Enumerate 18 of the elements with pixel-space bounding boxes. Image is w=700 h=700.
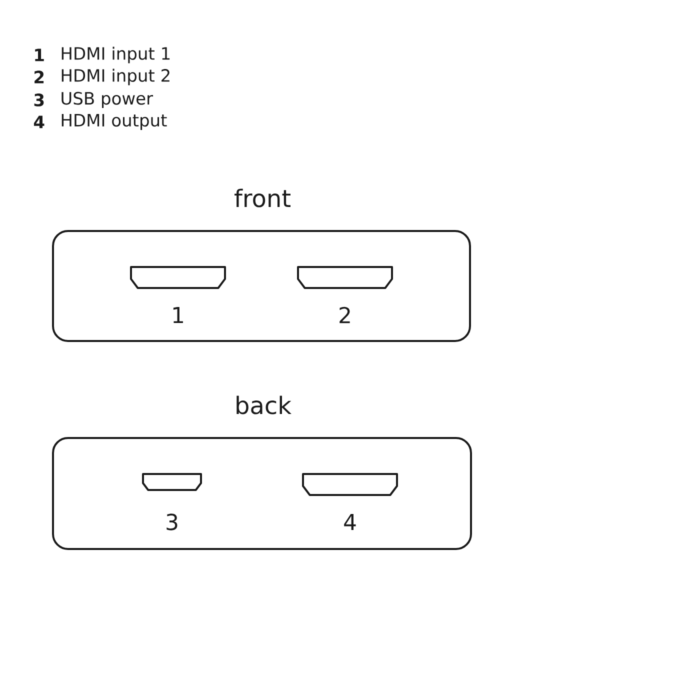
port-outline	[142, 473, 202, 491]
port-number: 3	[166, 514, 178, 530]
key-number: 4	[34, 116, 44, 128]
key-text: HDMI input 1	[62, 46, 170, 64]
port-outline	[297, 266, 393, 289]
port-outline	[302, 473, 398, 496]
panel-heading: back	[236, 396, 292, 414]
key-number: 1	[35, 48, 44, 62]
key-text: HDMI input 2	[62, 68, 170, 86]
key-text: HDMI output	[62, 114, 167, 130]
key-number: 3	[34, 94, 44, 106]
port-number: 2	[340, 306, 350, 324]
port-number: 4	[344, 514, 356, 530]
key-text: USB power	[62, 92, 154, 108]
panel-heading: front	[234, 188, 290, 208]
port-outline	[130, 266, 226, 289]
port-number: 1	[173, 306, 183, 323]
key-number: 2	[34, 70, 44, 84]
